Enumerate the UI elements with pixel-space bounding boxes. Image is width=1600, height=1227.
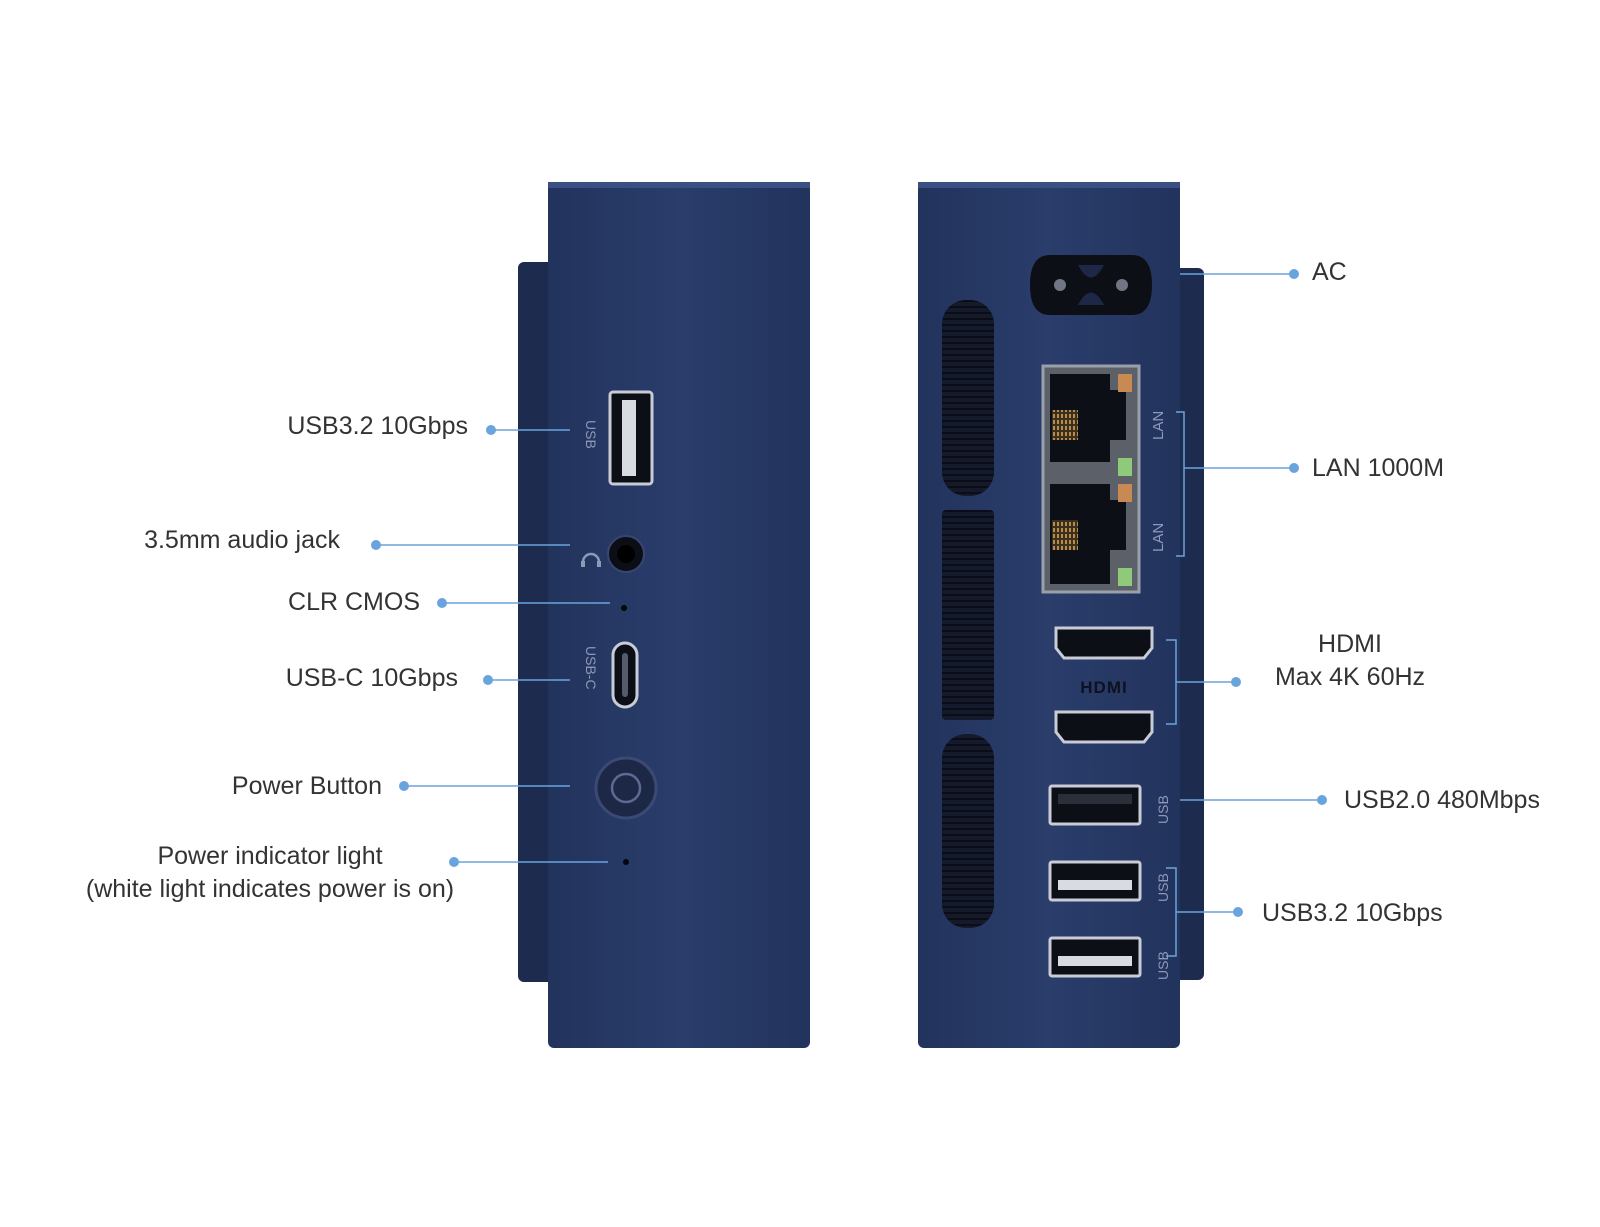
front-usb-a-tongue [622, 400, 636, 476]
front-usb-marking: USB [583, 420, 599, 449]
label-front-usb32: USB3.2 10Gbps [287, 412, 468, 440]
label-power-indicator: Power indicator light (white light indic… [50, 840, 490, 906]
rear-panel: LAN LAN HDMI USB USB USB [918, 182, 1204, 1048]
label-hdmi-line1: HDMI [1318, 630, 1382, 658]
power-button [594, 756, 658, 820]
callouts [376, 273, 1322, 957]
lan-led-2-orange [1118, 484, 1132, 502]
bracket-lan [1176, 411, 1185, 557]
clr-cmos-hole [621, 605, 627, 611]
front-usbc-marking: USB-C [583, 646, 599, 690]
front-foot-left [518, 262, 556, 982]
label-clr-cmos: CLR CMOS [288, 588, 420, 616]
rear-usb3-marking-top: USB [1155, 873, 1171, 902]
front-case-top-edge [548, 182, 810, 188]
lan-port-2 [1050, 484, 1126, 584]
lan-led-1-orange [1118, 374, 1132, 392]
label-power-button: Power Button [231, 772, 382, 800]
label-hdmi: HDMI Max 4K 60Hz [1240, 628, 1460, 694]
callout-dots [371, 269, 1327, 917]
label-rear-usb32: USB3.2 10Gbps [1262, 899, 1443, 927]
front-case [548, 182, 810, 1048]
power-indicator-light [623, 859, 629, 865]
hdmi-port-1 [1054, 626, 1154, 660]
rear-usb3-marking-bottom: USB [1155, 951, 1171, 980]
label-front-usbc: USB-C 10Gbps [285, 664, 458, 692]
lan-marking-top: LAN [1150, 411, 1167, 440]
hdmi-port-2 [1054, 710, 1154, 744]
label-ac: AC [1312, 258, 1347, 286]
vent-middle [942, 510, 994, 720]
lan-led-2-green [1118, 568, 1132, 586]
label-hdmi-line2: Max 4K 60Hz [1274, 663, 1426, 691]
ac-inlet [1030, 255, 1152, 315]
label-usb20: USB2.0 480Mbps [1344, 786, 1540, 814]
rear-usb2-marking: USB [1155, 795, 1171, 824]
vent-bottom [942, 734, 994, 928]
label-power-indicator-line2: (white light indicates power is on) [85, 875, 455, 903]
label-power-indicator-line1: Power indicator light [157, 842, 383, 870]
hdmi-logo: HDMI [1080, 678, 1127, 697]
lan-marking-bottom: LAN [1150, 523, 1167, 552]
power-icon [610, 772, 642, 804]
label-audio-jack: 3.5mm audio jack [144, 526, 340, 554]
label-lan: LAN 1000M [1312, 454, 1445, 482]
front-panel: USB USB-C [518, 182, 810, 1048]
vent-top [942, 300, 994, 496]
lan-led-1-green [1118, 458, 1132, 476]
headphone-icon [581, 552, 601, 567]
rear-usb20-port [1048, 784, 1142, 826]
rear-case-top-edge [918, 182, 1180, 188]
